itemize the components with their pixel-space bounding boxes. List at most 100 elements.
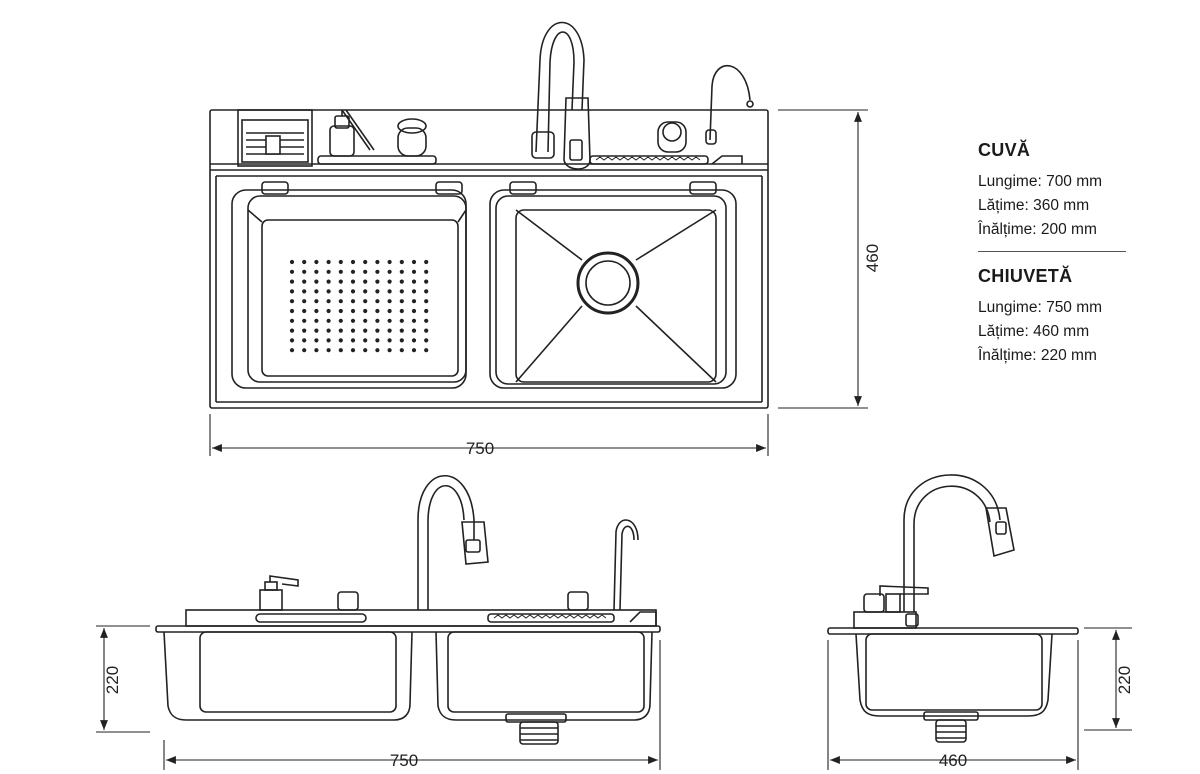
colander-hole (302, 348, 307, 353)
soap-dispenser-icon (259, 575, 299, 611)
colander-hole (363, 269, 368, 274)
colander-hole (326, 289, 331, 294)
colander-hole (411, 328, 417, 333)
colander-holes (289, 259, 429, 353)
colander-hole (350, 348, 356, 353)
colander-hole (350, 318, 356, 323)
colander-hole (338, 318, 343, 323)
colander-hole (289, 259, 295, 265)
colander-hole (326, 299, 331, 304)
colander-hole (375, 299, 380, 304)
colander-hole (302, 338, 307, 343)
colander-hole (314, 308, 319, 314)
colander-hole (387, 289, 392, 294)
top-height-label: 460 (863, 244, 882, 272)
colander-hole (289, 299, 295, 304)
colander-hole (314, 348, 319, 353)
top-view (209, 21, 868, 456)
colander-hole (411, 299, 417, 304)
side-view (827, 474, 1132, 770)
colander-hole (424, 308, 429, 314)
colander-hole (375, 269, 380, 274)
colander-hole (399, 259, 404, 265)
specs-divider (978, 251, 1126, 252)
colander-hole (399, 328, 404, 333)
drain-icon (505, 713, 567, 745)
colander-hole (363, 259, 368, 265)
colander-hole (326, 318, 331, 323)
colander-hole (399, 348, 404, 353)
colander-hole (375, 348, 380, 353)
basin-width: Lățime: 360 mm (978, 197, 1090, 214)
colander-hole (289, 308, 295, 314)
colander-hole (350, 338, 356, 343)
colander-hole (350, 279, 356, 284)
drain-icon (923, 711, 979, 743)
knob-icon (337, 591, 359, 611)
colander-hole (350, 259, 356, 265)
colander-hole (326, 279, 331, 284)
colander-hole (424, 289, 429, 294)
colander-hole (338, 279, 343, 284)
filter-faucet-icon (705, 64, 754, 145)
colander-hole (326, 348, 331, 353)
colander-hole (314, 269, 319, 274)
colander-hole (314, 328, 319, 333)
colander-hole (424, 269, 429, 274)
faucet-icon (531, 21, 591, 170)
colander-hole (411, 259, 417, 265)
colander-hole (350, 328, 356, 333)
colander-hole (387, 318, 392, 323)
colander-hole (411, 318, 417, 323)
colander-hole (302, 318, 307, 323)
front-view (96, 474, 661, 770)
colander-hole (338, 348, 343, 353)
colander-hole (399, 338, 404, 343)
sink-height: Înălțime: 220 mm (978, 347, 1097, 364)
colander-hole (387, 259, 392, 265)
top-width-label: 750 (466, 439, 494, 458)
colander-hole (338, 328, 343, 333)
colander-hole (399, 279, 404, 284)
colander-hole (289, 318, 295, 323)
colander-hole (363, 338, 368, 343)
basin-title: CUVĂ (978, 140, 1031, 160)
side-height-label: 220 (1115, 666, 1134, 694)
colander-hole (375, 308, 380, 314)
colander-hole (375, 338, 380, 343)
colander-hole (363, 318, 368, 323)
colander-hole (424, 299, 429, 304)
colander-hole (387, 269, 392, 274)
colander-hole (314, 318, 319, 323)
colander-hole (411, 289, 417, 294)
top-view-outline (209, 109, 769, 409)
left-basin (231, 181, 467, 389)
colander-hole (338, 308, 343, 314)
colander-hole (289, 279, 295, 284)
colander-hole (302, 308, 307, 314)
specs-panel: CUVĂ Lungime: 700 mm Lățime: 360 mm Înăl… (978, 140, 1128, 371)
soap-dispenser-icon (329, 109, 375, 157)
front-height-label: 220 (103, 666, 122, 694)
colander-hole (375, 289, 380, 294)
colander-hole (424, 318, 429, 323)
colander-hole (411, 269, 417, 274)
colander-hole (314, 279, 319, 284)
colander-hole (350, 269, 356, 274)
colander-hole (326, 259, 331, 265)
colander-hole (314, 259, 319, 265)
colander-hole (363, 348, 368, 353)
colander-hole (411, 308, 417, 314)
colander-hole (387, 328, 392, 333)
colander-hole (363, 299, 368, 304)
colander-hole (399, 308, 404, 314)
faucet-icon (903, 474, 1015, 612)
knob-icon (657, 121, 687, 153)
colander-hole (338, 289, 343, 294)
colander-hole (314, 289, 319, 294)
colander-hole (338, 299, 343, 304)
colander-hole (424, 259, 429, 265)
colander-hole (363, 328, 368, 333)
colander-hole (363, 279, 368, 284)
colander-hole (302, 299, 307, 304)
